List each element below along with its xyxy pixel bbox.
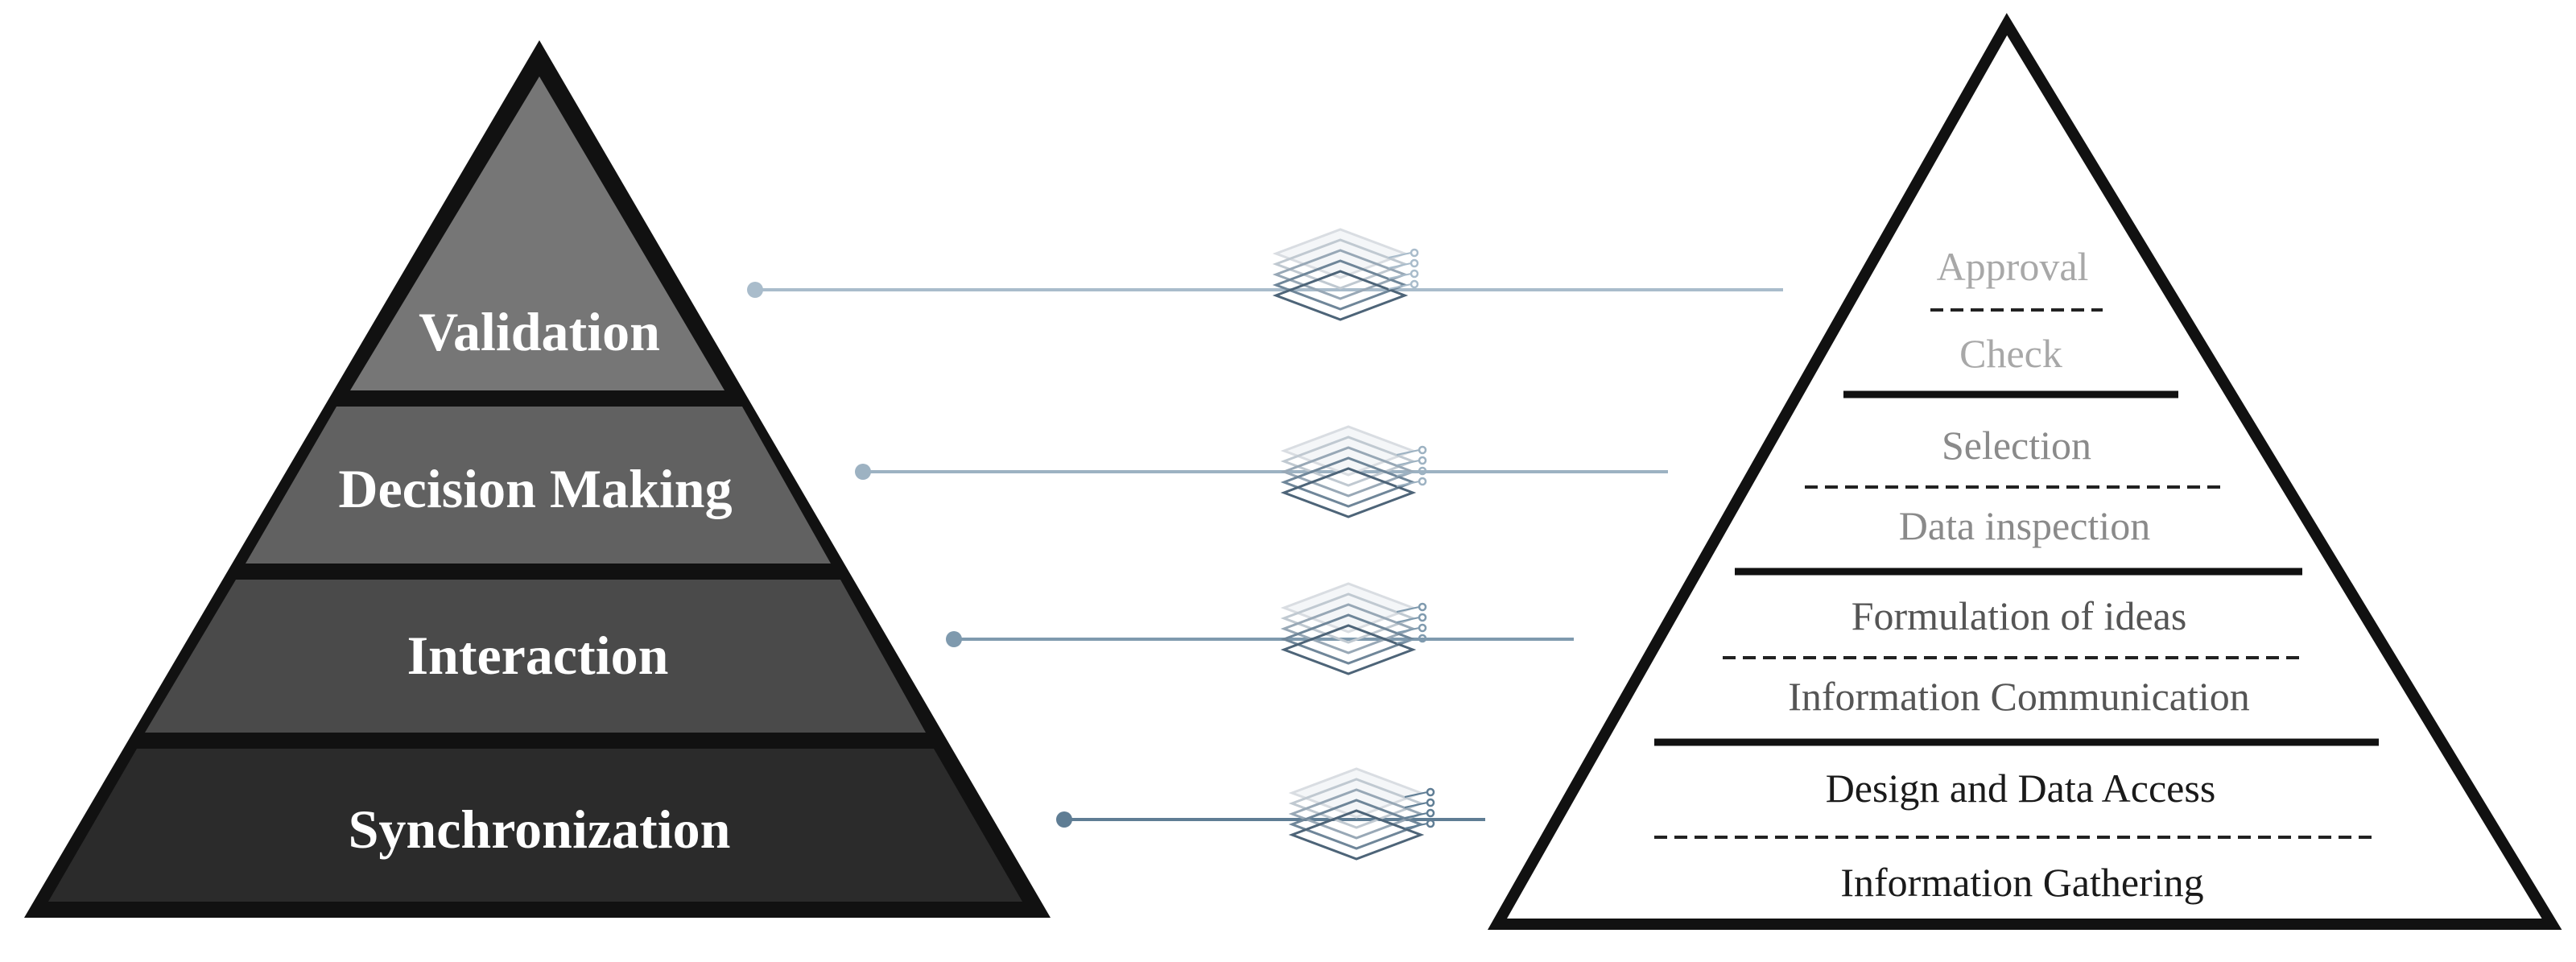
layer-node <box>1418 477 1427 486</box>
layer-node <box>1418 623 1427 633</box>
sub-label-design-and-data-access: Design and Data Access <box>1826 766 2216 811</box>
layers-icon <box>1280 425 1427 518</box>
sub-label-check: Check <box>1959 331 2062 376</box>
layer-node-link <box>1388 262 1412 269</box>
connector-validation <box>747 228 1783 321</box>
layer-sheet <box>1272 270 1409 321</box>
layer-node-link <box>1396 481 1420 487</box>
layer-node <box>1410 279 1419 289</box>
layer-node <box>1418 602 1427 612</box>
layer-node <box>1426 798 1435 807</box>
layer-node-link <box>1396 606 1420 613</box>
connector-dot <box>747 282 763 298</box>
layer-node-link <box>1396 470 1420 477</box>
layer-node <box>1426 787 1435 797</box>
layer-node <box>1410 248 1419 258</box>
layer-sheet <box>1280 467 1417 518</box>
layer-node-link <box>1396 449 1420 456</box>
left-level-synchronization <box>48 749 1022 902</box>
layer-node <box>1426 808 1435 818</box>
layer-node <box>1410 258 1419 268</box>
connectors <box>747 228 1783 861</box>
level-label-synchronization: Synchronization <box>349 799 731 860</box>
level-label-interaction: Interaction <box>407 625 669 686</box>
layer-node <box>1418 456 1427 465</box>
layer-node-link <box>1388 283 1412 290</box>
layer-node-link <box>1396 617 1420 623</box>
layers-icon <box>1280 582 1427 675</box>
layer-node-link <box>1404 791 1428 798</box>
right-pyramid-outline <box>1487 13 2562 930</box>
layer-sheet <box>1280 624 1417 675</box>
sub-label-information-gathering: Information Gathering <box>1840 860 2203 905</box>
sub-label-formulation-of-ideas: Formulation of ideas <box>1852 593 2187 638</box>
connector-decision-making <box>855 425 1668 518</box>
left-level-interaction <box>145 580 926 733</box>
left-pyramid: Validation Decision Making Interaction S… <box>24 40 1051 918</box>
layer-node <box>1418 445 1427 455</box>
layer-node-link <box>1404 812 1428 819</box>
layer-sheet <box>1288 809 1425 861</box>
left-level-decision-making <box>246 407 831 564</box>
layers-icon <box>1288 767 1435 861</box>
sub-label-data-inspection: Data inspection <box>1899 503 2150 548</box>
connector-dot <box>946 631 962 647</box>
sub-label-information-communication: Information Communication <box>1788 674 2250 719</box>
layer-node-link <box>1396 460 1420 466</box>
layer-node-link <box>1404 823 1428 829</box>
layers-icon <box>1272 228 1419 321</box>
layer-node-link <box>1404 802 1428 808</box>
level-label-validation: Validation <box>419 301 660 362</box>
layer-node-link <box>1396 627 1420 634</box>
left-level-validation <box>350 76 724 390</box>
connector-interaction <box>946 582 1574 675</box>
sub-label-selection: Selection <box>1942 423 2091 468</box>
layer-node <box>1418 613 1427 622</box>
layer-node-link <box>1388 252 1412 258</box>
layer-node-link <box>1388 273 1412 279</box>
connector-synchronization <box>1056 767 1485 861</box>
layer-node-link <box>1396 638 1420 644</box>
connector-dot <box>855 464 871 480</box>
right-pyramid: Approval Check Selection Data inspection… <box>1487 13 2562 930</box>
sub-label-approval: Approval <box>1937 244 2089 289</box>
layer-node <box>1426 819 1435 828</box>
level-label-decision-making: Decision Making <box>338 458 732 519</box>
layer-node <box>1410 269 1419 279</box>
connector-dot <box>1056 811 1072 828</box>
